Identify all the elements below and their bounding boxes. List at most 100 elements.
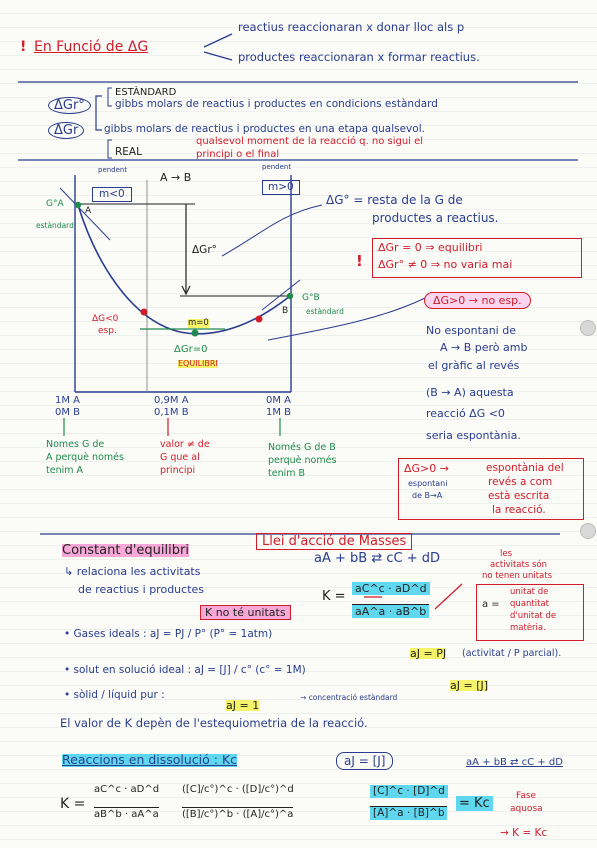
fraction-3-den: [A]^a · [B]^b [370, 806, 448, 820]
kc-aj-box: aJ = [J] [336, 752, 394, 770]
dg-symbol: ΔGr [48, 122, 85, 139]
k-label: K = [322, 589, 346, 604]
activities-note-3: no tenen unitats [482, 571, 552, 581]
dg-text: gibbs molars de reactius i productes en … [104, 123, 425, 135]
axis-left-1: 1M A [55, 395, 81, 406]
dg-note-1: qualsevol moment de la reacció q. no sig… [196, 136, 424, 147]
para-1: No espontani de [426, 324, 516, 337]
point-a [74, 201, 82, 209]
gas-line: • Gases ideals : aJ = PJ / P° (P° = 1atm… [64, 628, 273, 640]
header-bullet-icon: ! [20, 39, 27, 55]
dg0-def-2: productes a reactius. [372, 211, 499, 225]
k-equals: K = [60, 796, 86, 812]
mass-action-title: Llei d'acció de Masses [256, 533, 413, 550]
para-3: el gràfic al revés [428, 359, 520, 372]
binder-hole-top [580, 320, 596, 336]
g0a-label: G°A [46, 199, 64, 209]
relates-line-2: de reactius i productes [78, 583, 205, 596]
fraction-1-den: aB^b · aA^a [94, 807, 159, 820]
box2-right-2: revés a com [488, 476, 553, 488]
equilibrium-constant-heading: Constant d'equilibri [62, 543, 189, 558]
kc-reaction: aA + bB ⇄ cC + dD [466, 757, 563, 768]
fraction-3-num: [C]^c · [D]^d [370, 785, 448, 798]
header-arrow-down [203, 51, 233, 61]
relates-line-1: ↳ relaciona les activitats [64, 565, 201, 578]
point-right [255, 315, 263, 323]
m-zero-label: m=0 [188, 318, 209, 328]
diagram-dg-arrowhead [181, 285, 191, 296]
axis-mid-2: 0,1M B [154, 407, 189, 418]
dg0-text: gibbs molars de reactius i productes en … [115, 98, 438, 110]
g0b-label: G°B [302, 293, 320, 303]
phase-note-2: aquosa [510, 804, 543, 814]
warning-bullet-icon: ! [356, 252, 363, 270]
tangent-right [261, 279, 301, 311]
definition-brace [95, 95, 102, 131]
fraction-1-num: aC^c · aD^d [94, 784, 160, 795]
activity-def-3: d'unitat de [510, 611, 557, 621]
box2-left: ΔG>0 → [404, 462, 449, 475]
nonsp-label: ΔG>0 → no esp. [424, 292, 531, 309]
activity-def-1: unitat de [510, 587, 549, 597]
b-label: B [282, 306, 289, 316]
diagram-reaction: A → B [160, 171, 192, 184]
point-mid [140, 308, 148, 316]
gas-result: aJ = PJ [410, 647, 447, 660]
fraction-2-den: ([B]/c°)^b · ([A]/c°)^a [182, 807, 294, 820]
k-equals-kc: → K = Kc [500, 827, 548, 839]
rule-line-2: ΔGr° ≠ 0 ⇒ no varia mai [378, 258, 513, 271]
box2-right-1: espontània del [486, 462, 564, 474]
note-mid-2: G que al [160, 452, 200, 463]
header-title: En Funció de ΔG [34, 39, 149, 55]
dg0-symbol: ΔGr° [48, 97, 91, 114]
k-units-note: K no té unitats [200, 605, 291, 620]
header-line-2: productes reaccionaran x formar reactius… [238, 50, 480, 64]
dg0-def-1: ΔG° = resta de la G de [326, 193, 463, 207]
solid-label: • sòlid / líquid pur : [64, 689, 165, 701]
dg-eq-0-label: ΔGr=0 [174, 344, 208, 355]
reverse-rule-box [398, 458, 584, 520]
axis-mid-1: 0,9M A [154, 395, 189, 406]
dg-lt-0-label: ΔG<0 [92, 314, 119, 324]
dg-note-2: principi o el final [196, 149, 280, 160]
equilibrium-rule-box [372, 238, 582, 278]
a-label: A [85, 206, 92, 216]
para-4: (B → A) aquesta [426, 386, 514, 399]
box2-right-4: la reacció. [492, 504, 546, 516]
note-b-1: Només G de B [268, 442, 336, 453]
activities-note-2: activitats són [490, 560, 547, 570]
gas-note: (activitat / P parcial). [462, 648, 562, 659]
activities-note-1: les [500, 549, 513, 559]
point-b [286, 292, 294, 300]
real-bracket [107, 139, 112, 159]
header-line-1: reactius reaccionaran x donar lloc als p [238, 20, 465, 34]
note-b-3: tenim B [268, 468, 306, 479]
rule-line-1: ΔGr = 0 ⇒ equilibri [378, 241, 483, 254]
activity-def-2: quantitat [510, 599, 549, 609]
activity-def-eq: a = [482, 599, 500, 610]
k-denominator: aA^a · aB^b [352, 604, 430, 618]
esp-label: esp. [98, 326, 117, 336]
axis-right-2: 1M B [266, 407, 292, 418]
para-5: reacció ΔG <0 [426, 407, 505, 420]
point-equilibrium [191, 329, 199, 337]
m-left: m<0 [92, 187, 132, 202]
mass-action-reaction: aA + bB ⇄ cC + dD [314, 551, 440, 566]
para-6: seria espontània. [426, 429, 521, 442]
kc-title: Reaccions en dissolució : Kc [62, 752, 238, 767]
solid-result: aJ = 1 [226, 699, 260, 712]
axis-left-2: 0M B [55, 407, 81, 418]
dg-tag: REAL [115, 146, 142, 158]
kc-result: = Kc [456, 796, 493, 811]
header-arrow-up [203, 33, 233, 48]
note-b-2: perquè només [268, 455, 337, 466]
solute-result: aJ = [J] [450, 679, 489, 692]
activity-def-4: matèria. [510, 623, 546, 633]
arrow-activities [434, 583, 463, 610]
k-numerator: aC^c · aD^d [352, 582, 430, 595]
box2-sub-1: espontani [408, 479, 448, 488]
binder-hole-bottom [580, 523, 596, 539]
estandard-right: estàndard [306, 307, 344, 316]
